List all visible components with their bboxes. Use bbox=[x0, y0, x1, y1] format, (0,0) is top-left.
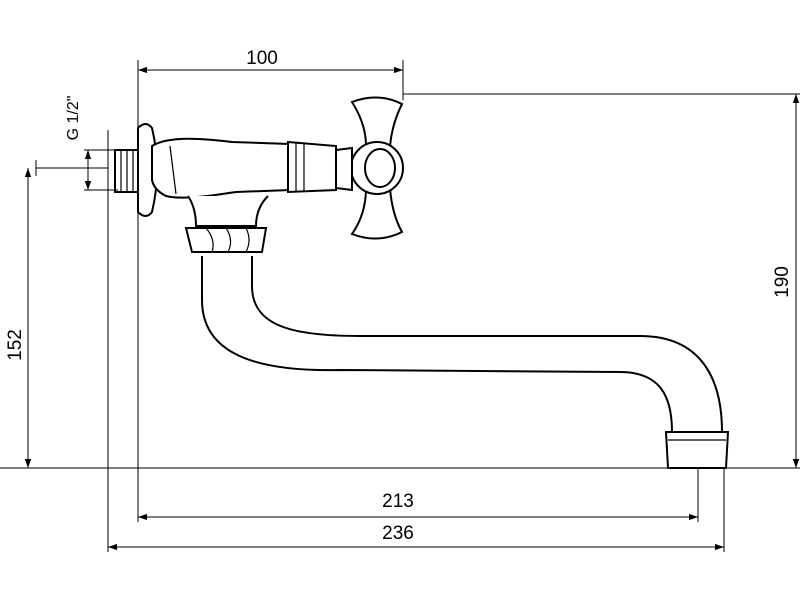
swivel-nut bbox=[184, 227, 268, 253]
dim-label-190: 190 bbox=[772, 266, 793, 298]
dim-label-213: 213 bbox=[382, 491, 414, 512]
extension-lines bbox=[0, 60, 800, 552]
dim-label-thread: G 1/2" bbox=[65, 96, 82, 141]
aerator bbox=[664, 431, 730, 469]
dim-label-100: 100 bbox=[246, 48, 278, 69]
dimension-lines bbox=[24, 66, 800, 551]
faucet-outline bbox=[114, 96, 730, 469]
body-neck bbox=[187, 195, 269, 227]
valve-bonnet bbox=[287, 140, 337, 194]
spout-pipe bbox=[201, 256, 673, 433]
dim-label-236: 236 bbox=[382, 523, 414, 544]
dim-label-152: 152 bbox=[5, 329, 26, 361]
dimension-labels: 100 G 1/2" 190 152 213 236 bbox=[5, 48, 793, 544]
valve-body bbox=[151, 137, 291, 199]
